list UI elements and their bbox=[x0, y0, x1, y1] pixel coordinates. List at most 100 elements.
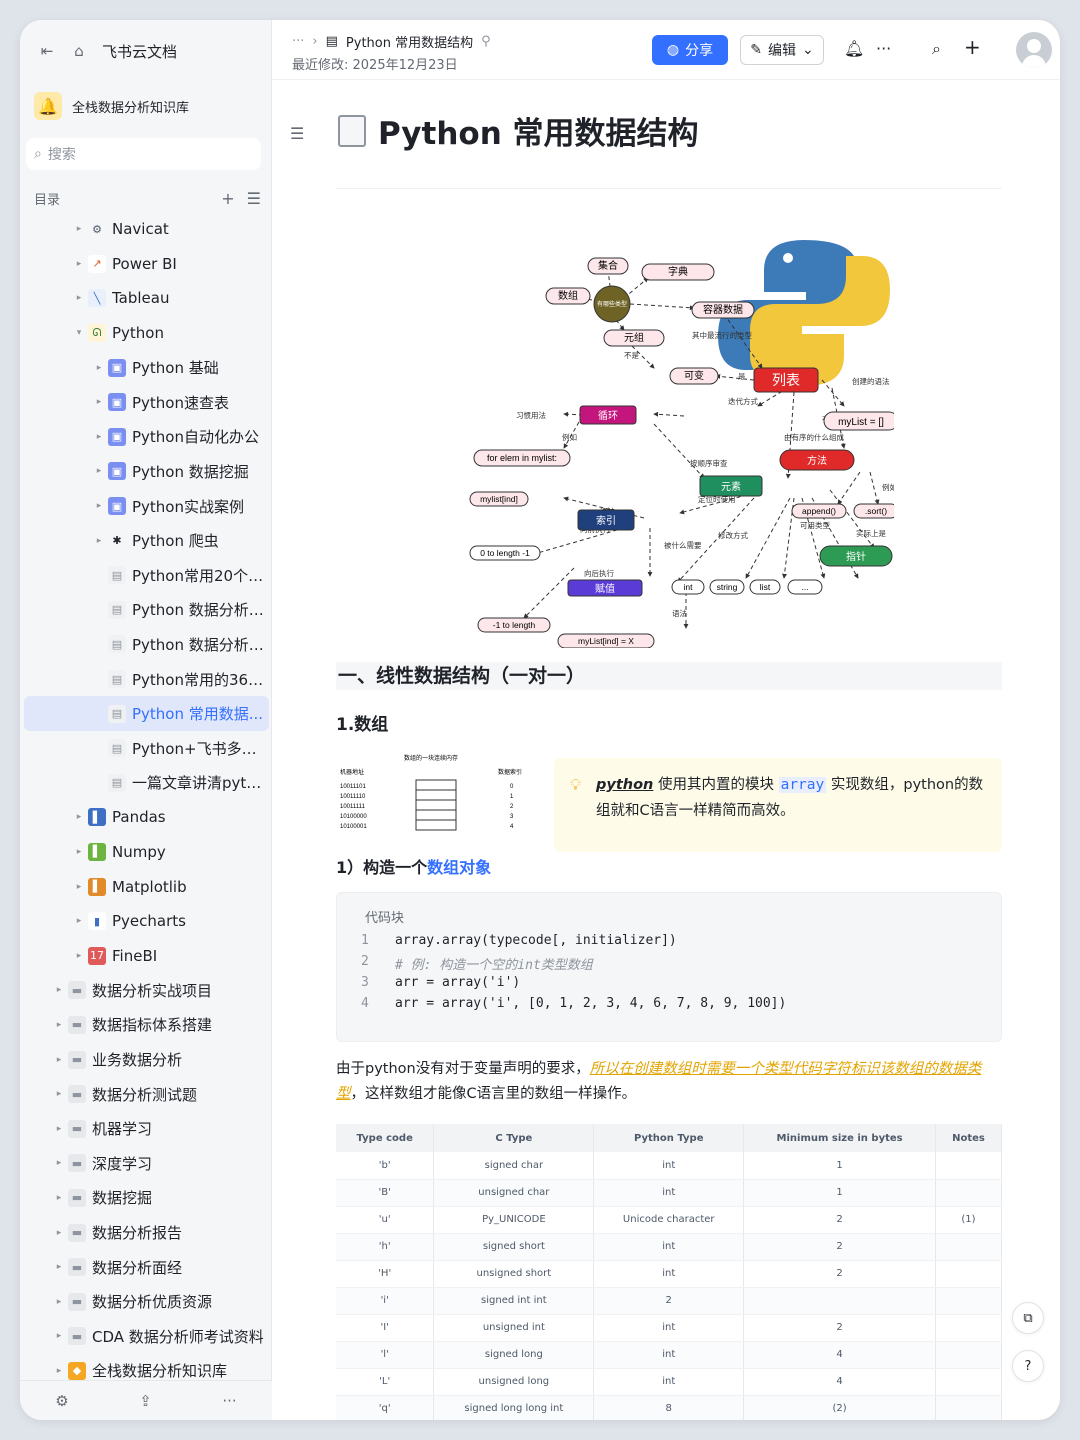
sidebar-item[interactable]: ▸▬数据分析实战项目 bbox=[24, 973, 269, 1008]
sidebar-item[interactable]: ▤Python 数据分析与... bbox=[24, 593, 269, 628]
chevron-right-icon[interactable]: ▸ bbox=[56, 1192, 62, 1203]
sidebar-item[interactable]: ▤Python常用的36种... bbox=[24, 662, 269, 697]
sidebar-item[interactable]: ▸▌Pandas bbox=[24, 800, 269, 835]
outline-icon[interactable]: ☰ bbox=[290, 124, 305, 143]
sidebar-item[interactable]: ▸╲Tableau bbox=[24, 281, 269, 316]
sidebar-item[interactable]: ▸▬机器学习 bbox=[24, 1111, 269, 1146]
chevron-right-icon[interactable]: ▸ bbox=[56, 1019, 62, 1030]
chevron-right-icon[interactable]: ▸ bbox=[96, 431, 102, 442]
sidebar-item[interactable]: ▸▣Python速查表 bbox=[24, 385, 269, 420]
sidebar-item[interactable]: ▸▣Python自动化办公 bbox=[24, 420, 269, 455]
chevron-right-icon[interactable]: ▸ bbox=[96, 466, 102, 477]
copy-doc-icon[interactable]: ⧉ bbox=[1012, 1302, 1044, 1334]
book-orange-icon: ▌ bbox=[88, 877, 106, 896]
chevron-right-icon[interactable]: ▸ bbox=[76, 293, 82, 304]
home-icon[interactable]: ⌂ bbox=[74, 42, 84, 60]
search-input[interactable]: ⌕ 搜索 bbox=[26, 138, 261, 170]
sidebar-item[interactable]: ▸▬业务数据分析 bbox=[24, 1042, 269, 1077]
sidebar-item[interactable]: ▸▣Python 基础 bbox=[24, 350, 269, 385]
sidebar-item[interactable]: ▸▬数据分析优质资源 bbox=[24, 1284, 269, 1319]
app-title[interactable]: 飞书云文档 bbox=[102, 42, 178, 61]
sidebar-item[interactable]: ▸◆全栈数据分析知识库 bbox=[24, 1354, 269, 1389]
help-icon[interactable]: ? bbox=[1012, 1350, 1044, 1382]
sidebar-item-label: 数据分析优质资源 bbox=[92, 1293, 213, 1312]
subheading-link[interactable]: 数组对象 bbox=[427, 858, 492, 877]
sidebar-item[interactable]: ▸⚙Navicat bbox=[24, 212, 269, 247]
chevron-right-icon[interactable]: ▸ bbox=[56, 1227, 62, 1238]
settings-icon[interactable]: ⚙ bbox=[55, 1391, 69, 1410]
more-icon[interactable]: ··· bbox=[222, 1391, 237, 1410]
chevron-right-icon[interactable]: ▸ bbox=[96, 362, 102, 373]
sidebar-item[interactable]: ▤一篇文章讲清pyth... bbox=[24, 766, 269, 801]
chevron-right-icon[interactable]: ▸ bbox=[56, 1054, 62, 1065]
mindmap-node: 指针 bbox=[846, 550, 866, 563]
avatar[interactable] bbox=[1016, 32, 1052, 68]
chevron-right-icon[interactable]: ▸ bbox=[76, 258, 82, 269]
breadcrumb-doc-name[interactable]: Python 常用数据结构 bbox=[345, 36, 474, 51]
sidebar-item[interactable]: ▤Python常用20个Ex... bbox=[24, 558, 269, 593]
breadcrumb-more[interactable]: ··· bbox=[292, 34, 305, 49]
chevron-right-icon[interactable]: ▸ bbox=[56, 985, 62, 996]
list-settings-icon[interactable]: ☰ bbox=[246, 188, 261, 208]
chevron-down-icon[interactable]: ▾ bbox=[76, 328, 82, 339]
sidebar-item[interactable]: ▸▬数据分析面经 bbox=[24, 1250, 269, 1285]
share-out-icon[interactable]: ⇪ bbox=[139, 1391, 152, 1410]
mindmap-node: for elem in mylist: bbox=[487, 453, 557, 463]
sidebar-item[interactable]: ▸▮Pyecharts bbox=[24, 904, 269, 939]
chevron-right-icon[interactable]: ▸ bbox=[76, 846, 82, 857]
sidebar-item[interactable]: ▸▣Python实战案例 bbox=[24, 489, 269, 524]
share-button[interactable]: ◍ 分享 bbox=[652, 35, 728, 65]
chevron-right-icon[interactable]: ▸ bbox=[56, 1158, 62, 1169]
sidebar-item[interactable]: ▸▬数据指标体系搭建 bbox=[24, 1008, 269, 1043]
sidebar-item[interactable]: ▸▬数据分析测试题 bbox=[24, 1077, 269, 1112]
sidebar-item[interactable]: ▸▬数据挖掘 bbox=[24, 1181, 269, 1216]
search-icon[interactable]: ⌕ bbox=[932, 39, 941, 58]
more-options-icon[interactable]: ··· bbox=[876, 39, 892, 58]
sidebar-item-label: 数据分析测试题 bbox=[92, 1085, 198, 1104]
sidebar-item[interactable]: ▸▣Python 数据挖掘 bbox=[24, 454, 269, 489]
folder-icon: ▬ bbox=[68, 1154, 86, 1173]
collapse-sidebar-icon[interactable]: ⇤ bbox=[40, 42, 54, 60]
sidebar-item-label: 业务数据分析 bbox=[92, 1051, 183, 1070]
chevron-right-icon[interactable]: ▸ bbox=[76, 812, 82, 823]
chevron-right-icon[interactable]: ▸ bbox=[96, 501, 102, 512]
sidebar-item[interactable]: ▸▌Numpy bbox=[24, 835, 269, 870]
chevron-right-icon[interactable]: ▸ bbox=[56, 1089, 62, 1100]
folder-icon: ▬ bbox=[68, 1258, 86, 1277]
chevron-right-icon[interactable]: ▸ bbox=[76, 916, 82, 927]
sidebar-item[interactable]: ▸▬深度学习 bbox=[24, 1146, 269, 1181]
chevron-right-icon[interactable]: ▸ bbox=[96, 397, 102, 408]
sidebar-item-label: Python 数据挖掘 bbox=[132, 462, 249, 481]
chevron-right-icon[interactable]: ▸ bbox=[56, 1262, 62, 1273]
sidebar-item[interactable]: ▤Python 数据分析与... bbox=[24, 627, 269, 662]
table-cell: 2 bbox=[743, 1314, 936, 1342]
column-header: Notes bbox=[935, 1124, 1002, 1152]
sidebar-item[interactable]: ▸✱Python 爬虫 bbox=[24, 523, 269, 558]
edit-button[interactable]: ✎ 编辑 ⌄ bbox=[740, 35, 824, 65]
notification-bell-icon[interactable]: 🔔︎ bbox=[844, 39, 865, 58]
sidebar-item[interactable]: ▸▬CDA 数据分析师考试资料 bbox=[24, 1319, 269, 1354]
knowledge-base-name: 全栈数据分析知识库 bbox=[72, 100, 190, 116]
add-icon[interactable]: + bbox=[964, 35, 981, 59]
sidebar-item[interactable]: ▸▌Matplotlib bbox=[24, 869, 269, 904]
sidebar-item[interactable]: ▤Python+飞书多维... bbox=[24, 731, 269, 766]
sidebar-item[interactable]: ▸↗Power BI bbox=[24, 247, 269, 282]
knowledge-base-header[interactable]: 🔔 全栈数据分析知识库 bbox=[20, 82, 271, 130]
sidebar-item[interactable]: ▸▬数据分析报告 bbox=[24, 1215, 269, 1250]
chevron-right-icon[interactable]: ▸ bbox=[76, 224, 82, 235]
chevron-right-icon[interactable]: ▸ bbox=[56, 1331, 62, 1342]
chevron-right-icon[interactable]: ▸ bbox=[56, 1296, 62, 1307]
add-icon[interactable]: + bbox=[221, 188, 235, 208]
chevron-right-icon[interactable]: ▸ bbox=[76, 950, 82, 961]
sidebar-item-label: Pandas bbox=[112, 808, 166, 827]
pin-icon[interactable]: ⚲ bbox=[481, 34, 491, 49]
table-cell bbox=[935, 1152, 1002, 1180]
chevron-right-icon[interactable]: ▸ bbox=[96, 535, 102, 546]
chevron-right-icon[interactable]: ▸ bbox=[76, 881, 82, 892]
chevron-right-icon[interactable]: ▸ bbox=[56, 1365, 62, 1376]
chevron-right-icon[interactable]: ▸ bbox=[56, 1123, 62, 1134]
sidebar-item[interactable]: ▤Python 常用数据... bbox=[24, 696, 269, 731]
